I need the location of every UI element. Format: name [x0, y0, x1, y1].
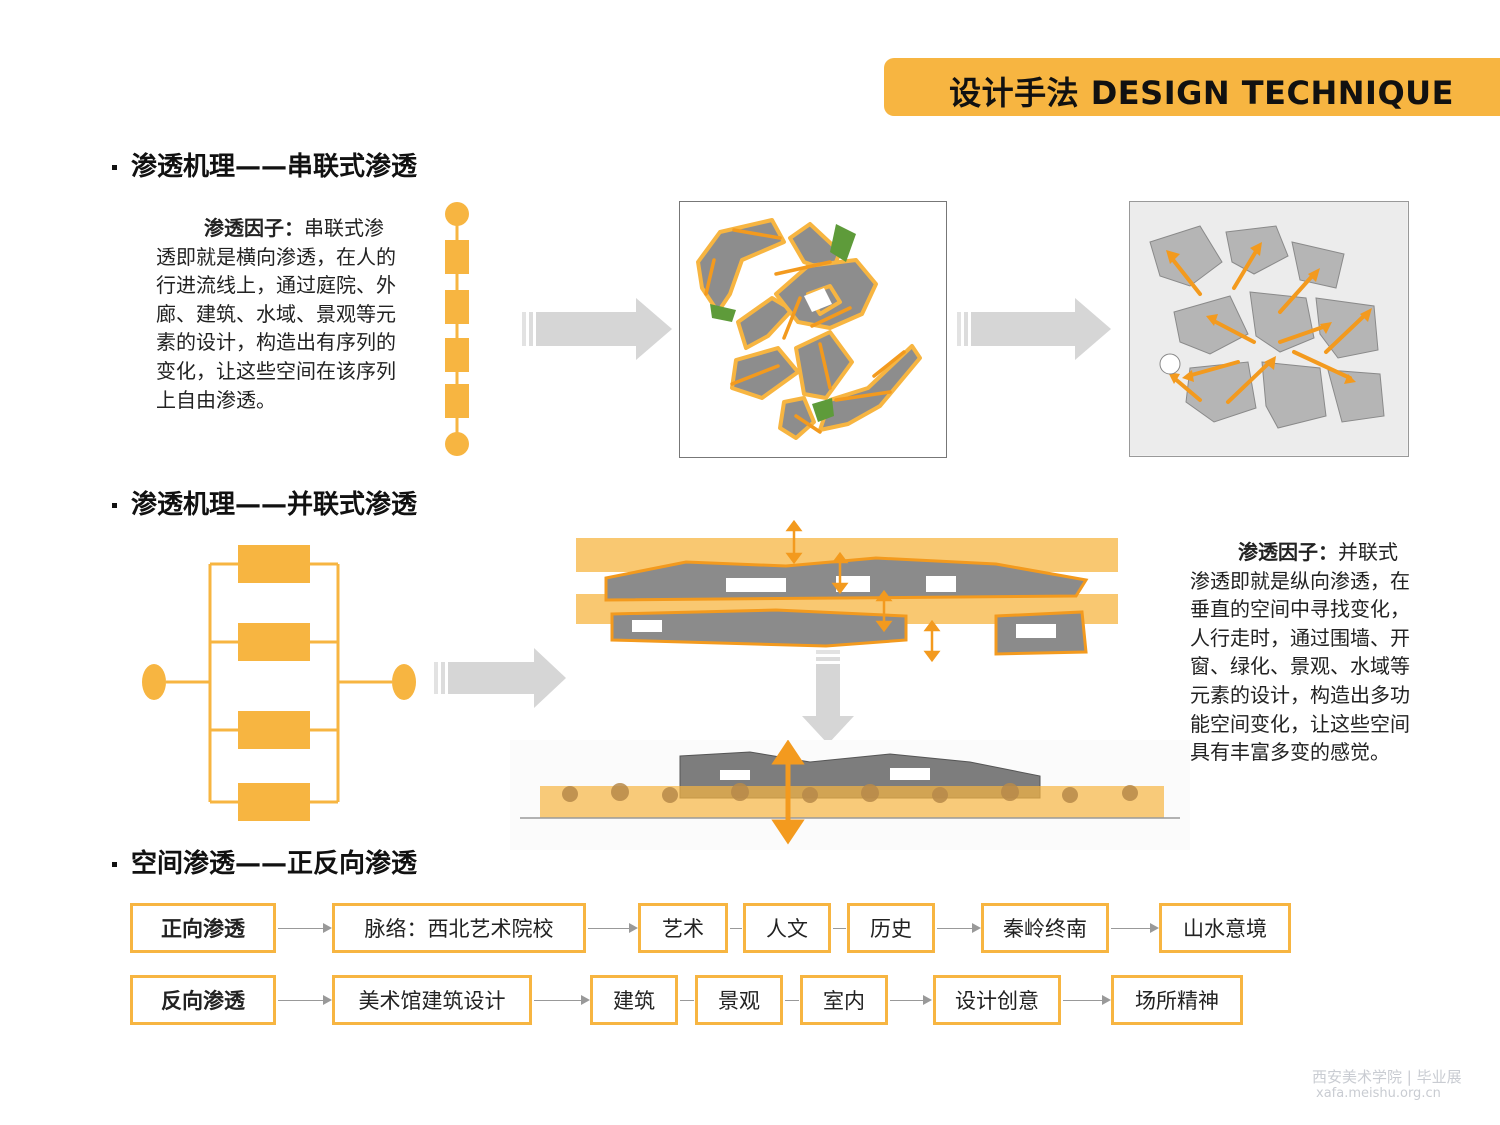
chain-block — [445, 338, 469, 372]
parallel-block — [238, 623, 310, 661]
series-site-plan-image — [1129, 201, 1409, 457]
parallel-block — [238, 783, 310, 821]
bullet-icon — [112, 862, 117, 867]
flow-arrow-icon — [278, 923, 332, 933]
flow-reverse-head: 反向渗透 — [130, 975, 276, 1025]
grey-arrow-icon — [434, 648, 566, 708]
building-plan-drawing — [696, 218, 922, 440]
section-title-series: 渗透机理——串联式渗透 — [112, 146, 417, 183]
flow-forward-item: 山水意境 — [1159, 903, 1291, 953]
series-plan-image — [679, 201, 947, 458]
elevation-landscape-image — [510, 740, 1190, 850]
flow-connector — [833, 928, 846, 929]
flow-arrow-icon — [890, 995, 932, 1005]
flow-arrow-icon — [588, 923, 638, 933]
series-label: 渗透因子： — [204, 216, 304, 240]
bullet-icon — [112, 165, 117, 170]
section-title-text: 空间渗透——正反向渗透 — [131, 849, 418, 879]
flow-arrow-icon — [1111, 923, 1159, 933]
flow-forward-item: 人文 — [743, 903, 831, 953]
section-title-parallel: 渗透机理——并联式渗透 — [112, 484, 417, 521]
chain-node-start — [445, 202, 469, 226]
flow-reverse-item: 场所精神 — [1111, 975, 1243, 1025]
watermark-url: xafa.meishu.org.cn — [1316, 1086, 1441, 1101]
flow-arrow-icon — [278, 995, 332, 1005]
parallel-description: 渗透因子：并联式渗透即就是纵向渗透，在垂直的空间中寻找变化，人行走时，通过围墙、… — [1190, 538, 1416, 767]
parallel-node-end — [392, 664, 416, 700]
parallel-block — [238, 711, 310, 749]
flow-forward-item: 历史 — [847, 903, 935, 953]
parallel-label: 渗透因子： — [1238, 540, 1338, 564]
chain-block — [445, 384, 469, 418]
flow-arrow-icon — [534, 995, 590, 1005]
flow-arrow-icon — [1063, 995, 1111, 1005]
flow-arrow-icon — [937, 923, 981, 933]
site-plan-drawing — [1130, 202, 1407, 455]
parallel-section-image — [576, 520, 1118, 663]
flow-reverse-item: 景观 — [695, 975, 783, 1025]
chain-block — [445, 240, 469, 274]
section-title-bidirectional: 空间渗透——正反向渗透 — [112, 843, 417, 880]
series-description: 渗透因子：串联式渗透即就是横向渗透，在人的行进流线上，通过庭院、外廊、建筑、水域… — [156, 214, 398, 414]
series-body: 串联式渗透即就是横向渗透，在人的行进流线上，通过庭院、外廊、建筑、水域、景观等元… — [156, 216, 396, 412]
section-title-text: 渗透机理——串联式渗透 — [131, 152, 418, 182]
flow-forward-item: 艺术 — [638, 903, 728, 953]
series-chain-diagram — [445, 202, 469, 456]
flow-reverse-item: 室内 — [800, 975, 888, 1025]
flow-reverse-item: 设计创意 — [933, 975, 1061, 1025]
parallel-body: 并联式渗透即就是纵向渗透，在垂直的空间中寻找变化，人行走时，通过围墙、开窗、绿化… — [1190, 540, 1410, 765]
flow-reverse-item: 建筑 — [590, 975, 678, 1025]
parallel-circuit-diagram — [142, 545, 416, 821]
flow-connector — [785, 1000, 799, 1001]
chain-block — [445, 290, 469, 324]
flow-connector — [680, 1000, 694, 1001]
flow-forward-item: 秦岭终南 — [981, 903, 1109, 953]
flow-forward-item: 脉络：西北艺术院校 — [332, 903, 586, 953]
flow-reverse-item: 美术馆建筑设计 — [332, 975, 532, 1025]
grey-arrow-icon — [957, 298, 1111, 360]
chain-node-end — [445, 432, 469, 456]
flow-connector — [730, 928, 742, 929]
parallel-block — [238, 545, 310, 583]
watermark-logo: 西安美术学院 | 毕业展 — [1312, 1068, 1462, 1086]
grey-arrow-icon — [522, 298, 672, 360]
banner-title: 设计手法 DESIGN TECHNIQUE — [949, 74, 1454, 112]
parallel-node-start — [142, 664, 166, 700]
section-title-text: 渗透机理——并联式渗透 — [131, 490, 418, 520]
grey-down-arrow-icon — [802, 650, 854, 744]
title-banner: 设计手法 DESIGN TECHNIQUE — [884, 58, 1500, 116]
bullet-icon — [112, 503, 117, 508]
flow-forward-head: 正向渗透 — [130, 903, 276, 953]
